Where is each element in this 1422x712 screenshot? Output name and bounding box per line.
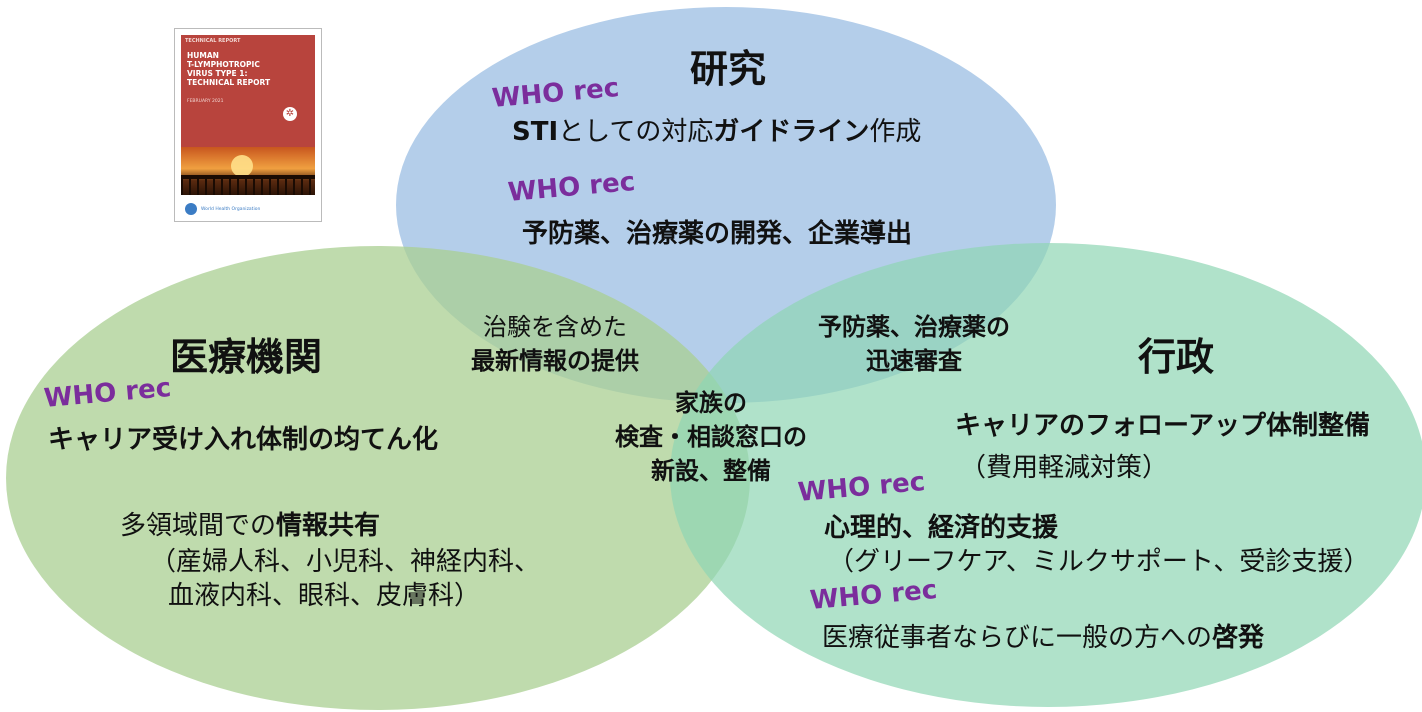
overlap-research-admin: 予防薬、治療薬の 迅速審査 — [818, 313, 1010, 375]
research-item-guideline: STIとしての対応ガイドライン作成 — [512, 117, 922, 147]
publisher-name: World Health Organization — [201, 207, 261, 212]
medical-item-departments-1: （産婦人科、小児科、神経内科、 — [150, 547, 541, 577]
overlap-center: 家族の 検査・相談窓口の 新設、整備 — [615, 389, 807, 485]
virus-logo-icon: ✲ — [283, 107, 297, 121]
report-cover-image: TECHNICAL REPORT HUMAN T-LYMPHOTROPIC VI… — [174, 28, 322, 222]
medical-title: 医療機関 — [170, 335, 323, 379]
overlap-research-medical: 治験を含めた 最新情報の提供 — [471, 313, 639, 375]
research-item-drug-dev: 予防薬、治療薬の開発、企業導出 — [522, 219, 913, 249]
admin-item-support: 心理的、経済的支援 — [824, 513, 1059, 543]
medical-item-info-sharing: 多領域間での情報共有 — [120, 511, 381, 541]
admin-title: 行政 — [1138, 335, 1215, 379]
report-tag: TECHNICAL REPORT — [185, 38, 241, 44]
admin-item-awareness: 医療従事者ならびに一般の方への啓発 — [822, 623, 1265, 653]
admin-item-cost-reduction: （費用軽減対策） — [960, 453, 1169, 483]
report-date: FEBRUARY 2021 — [187, 99, 224, 104]
admin-item-support-detail: （グリーフケア、ミルクサポート、受診支援） — [828, 547, 1370, 577]
report-title: HUMAN T-LYMPHOTROPIC VIRUS TYPE 1: TECHN… — [187, 51, 271, 87]
admin-item-followup: キャリアのフォローアップ体制整備 — [955, 411, 1370, 441]
medical-circle — [6, 246, 750, 710]
sunset-bridge-photo — [181, 147, 315, 195]
research-title: 研究 — [690, 47, 767, 91]
medical-item-carrier-acceptance: キャリア受け入れ体制の均てん化 — [48, 425, 439, 455]
admin-circle — [670, 243, 1422, 707]
medical-item-departments-2: 血液内科、眼科、皮膚科） — [168, 581, 481, 611]
who-logo-icon — [185, 203, 197, 215]
